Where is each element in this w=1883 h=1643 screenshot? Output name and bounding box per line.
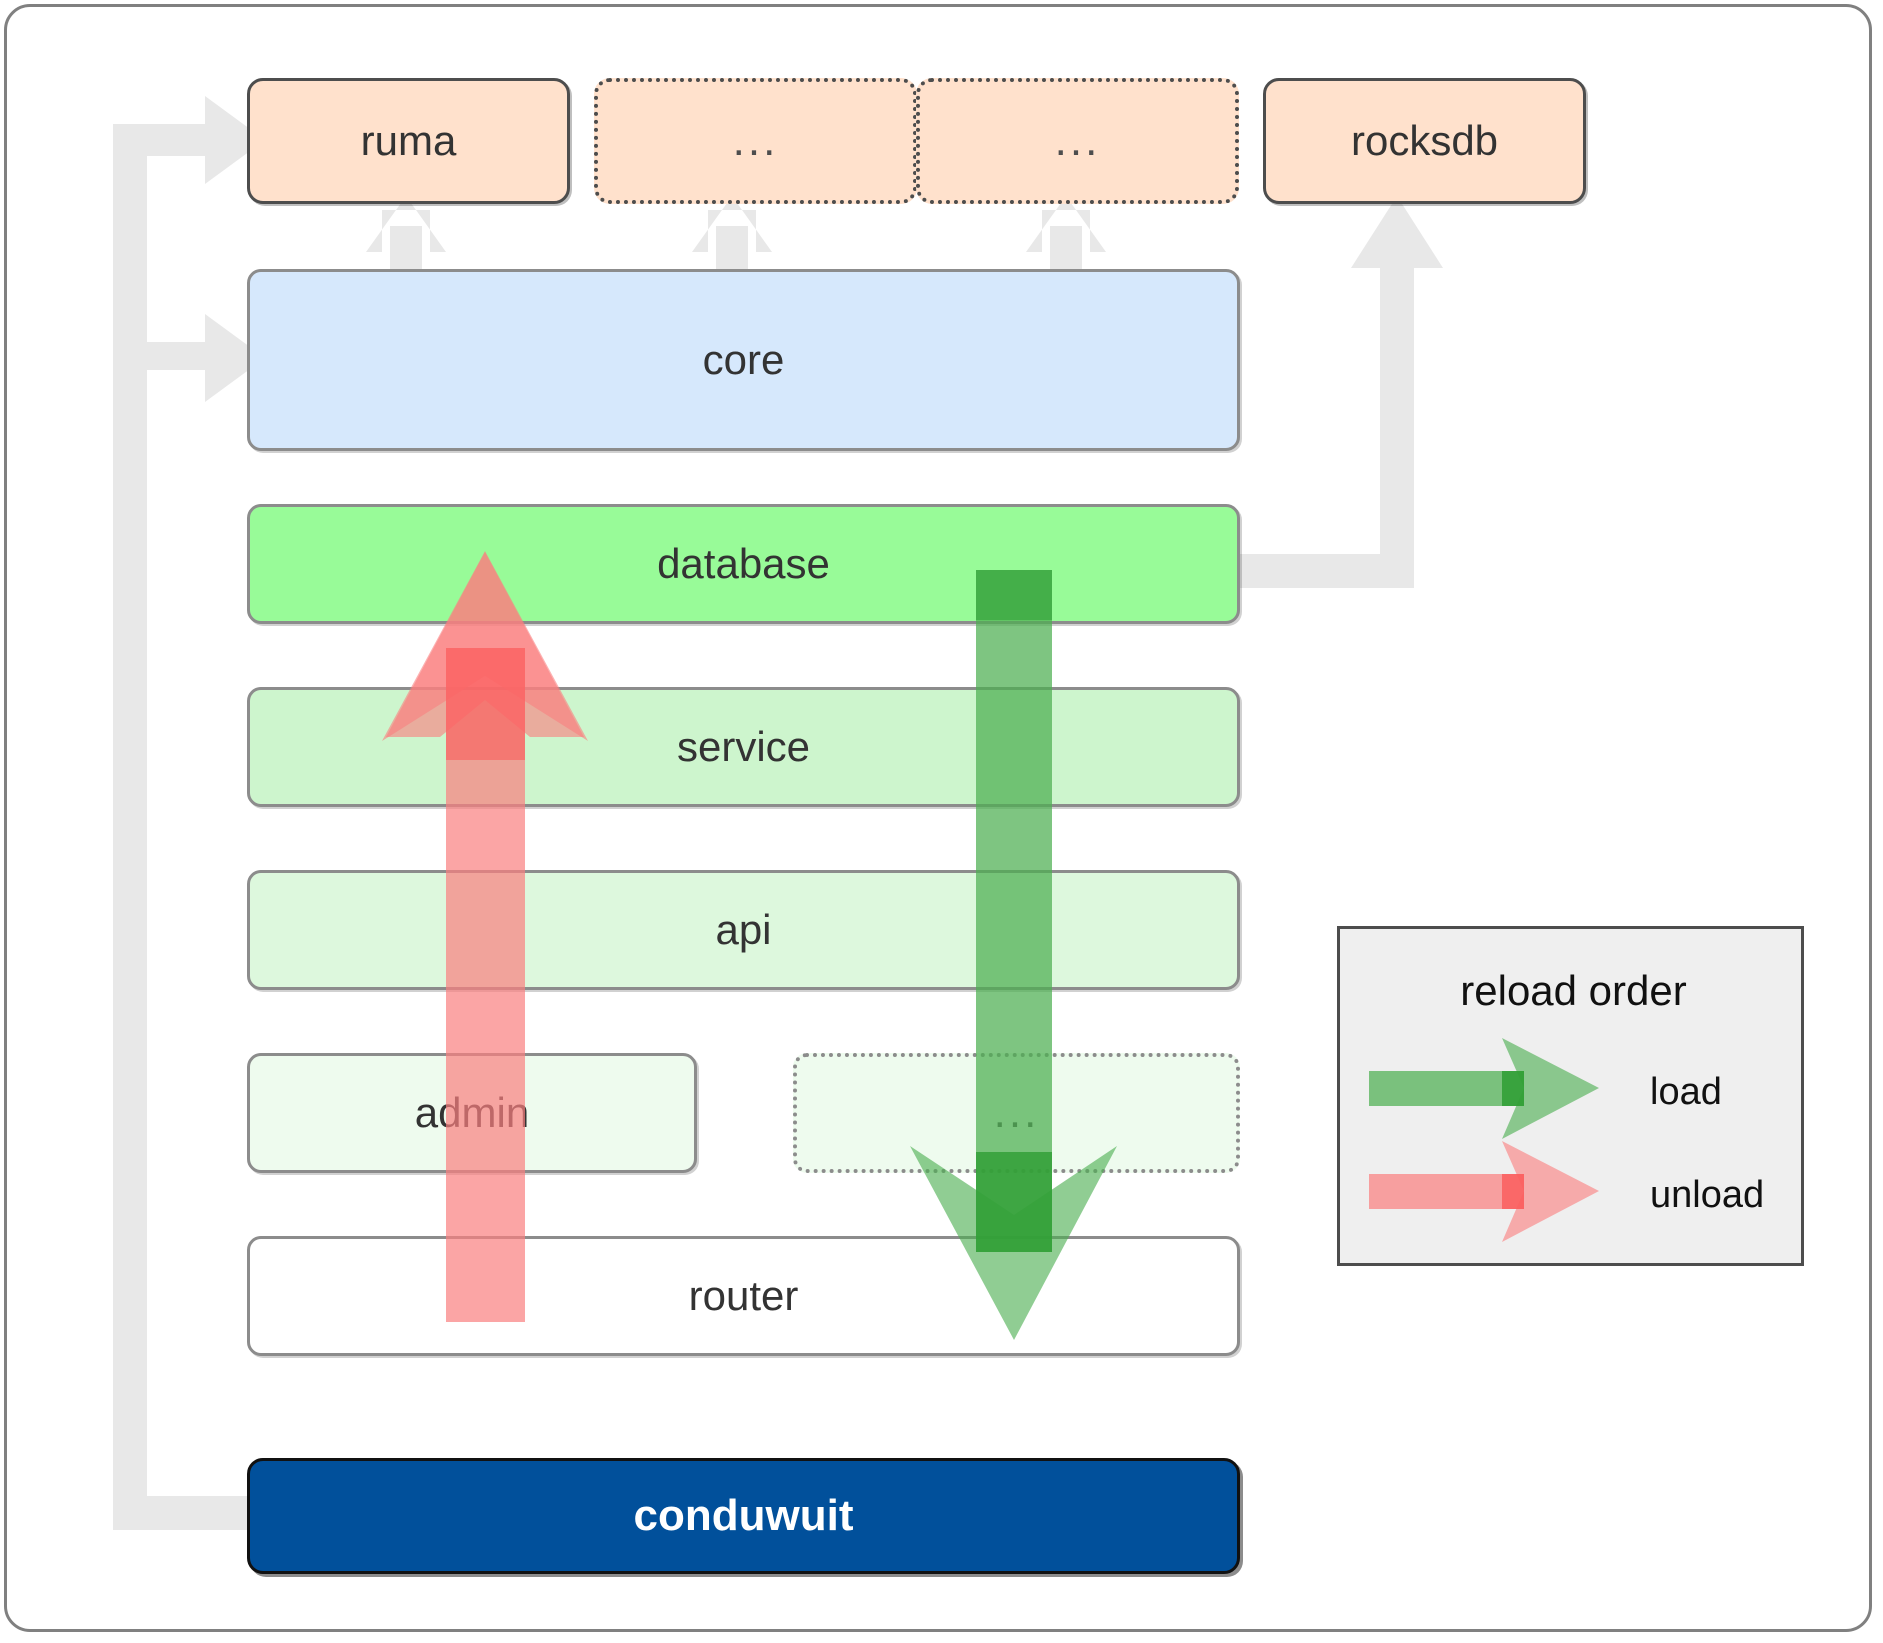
tier-box-router[interactable]: router xyxy=(247,1236,1240,1356)
root-label: conduwuit xyxy=(633,1490,854,1540)
legend-arrow-glyphs xyxy=(1369,1038,1599,1242)
tier-box-service[interactable]: service xyxy=(247,687,1240,807)
dependency-box-ellipsis-2[interactable]: ... xyxy=(916,78,1239,204)
diagram-frame xyxy=(4,4,1872,1632)
core-label: core xyxy=(702,335,785,383)
dependency-label: ruma xyxy=(360,116,457,164)
tier-box-api[interactable]: api xyxy=(247,870,1240,990)
ellipsis-label: ... xyxy=(993,1087,1040,1137)
tier-label: api xyxy=(715,905,772,953)
tier-box-ellipsis[interactable]: ... xyxy=(793,1053,1240,1173)
tier-label: database xyxy=(657,539,830,587)
tier-box-database[interactable]: database xyxy=(247,504,1240,624)
dependency-box-ellipsis-1[interactable]: ... xyxy=(594,78,917,204)
legend-unload-arrow-icon xyxy=(1369,1141,1599,1242)
legend-title: reload order xyxy=(1460,967,1687,1014)
legend-label-load: load xyxy=(1650,1071,1722,1113)
dependency-box-rocksdb[interactable]: rocksdb xyxy=(1263,78,1586,204)
tier-box-admin[interactable]: admin xyxy=(247,1053,697,1173)
ellipsis-label: ... xyxy=(1054,115,1101,165)
dependency-box-ruma[interactable]: ruma xyxy=(247,78,570,204)
tier-label: service xyxy=(676,722,811,770)
tier-label: router xyxy=(688,1271,799,1319)
tier-label: admin xyxy=(414,1088,530,1136)
core-box[interactable]: core xyxy=(247,269,1240,451)
legend-panel: reload order load unload xyxy=(1337,926,1804,1266)
root-box-conduwuit[interactable]: conduwuit xyxy=(247,1458,1240,1574)
ellipsis-label: ... xyxy=(732,115,779,165)
legend-load-arrow-icon xyxy=(1369,1038,1599,1139)
legend-label-unload: unload xyxy=(1650,1174,1765,1216)
dependency-label: rocksdb xyxy=(1350,116,1499,164)
